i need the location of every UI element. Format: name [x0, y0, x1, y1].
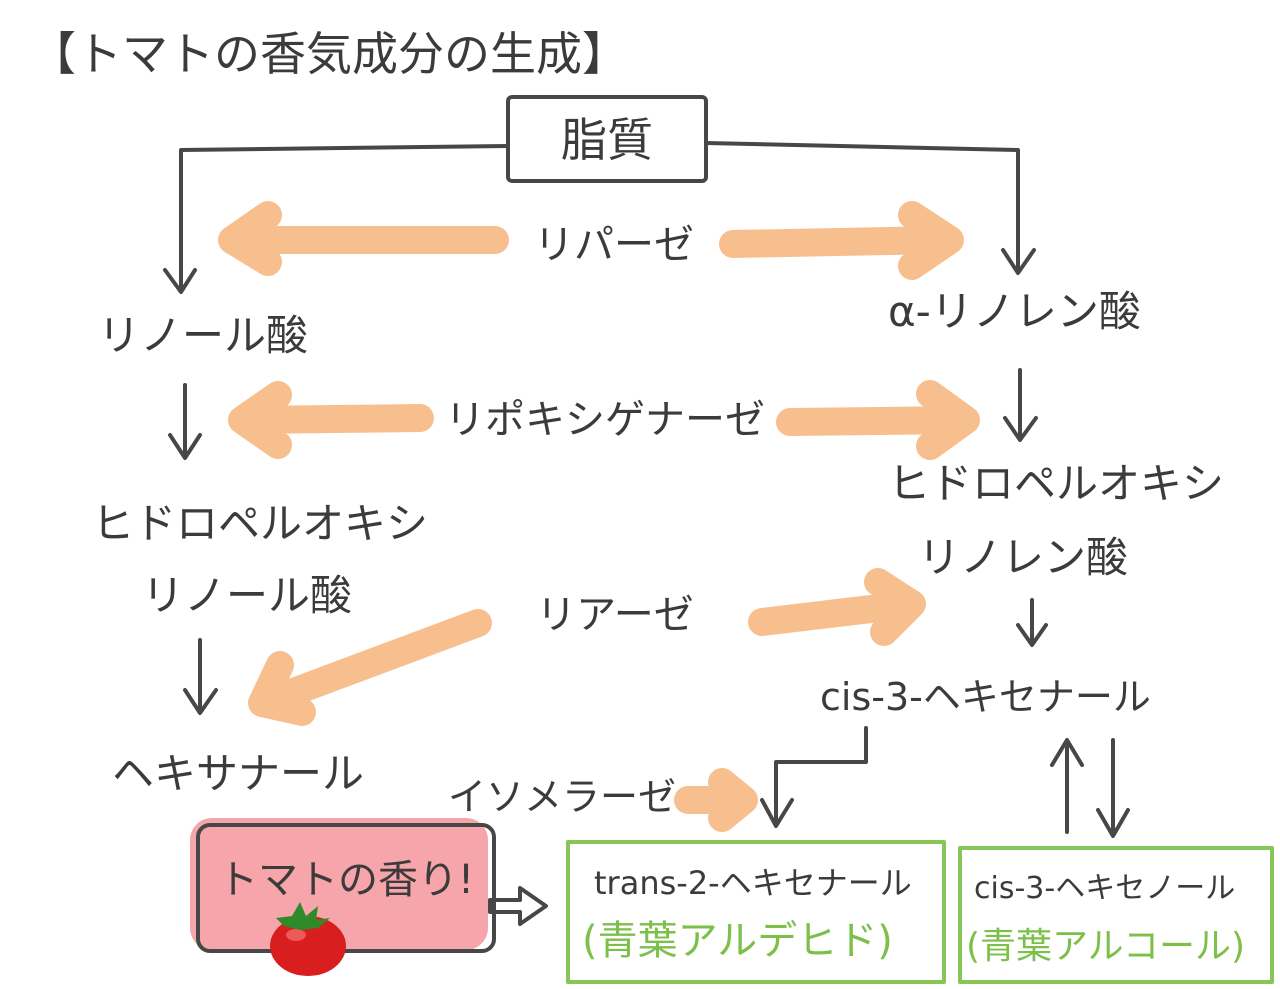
hydroperoxy-linolenic-down-arrow — [1016, 598, 1048, 647]
node-leaf-alcohol: (青葉アルコール) — [966, 926, 1245, 967]
node-hydroperoxy-linoleic-line1: ヒドロペルオキシ — [92, 499, 428, 548]
lipid-to-linolenic-connector — [704, 141, 1020, 272]
tomato-aroma-box — [196, 823, 496, 953]
lyase-arrow-right — [748, 568, 926, 646]
node-alpha-linolenic-acid: α-リノレン酸 — [888, 287, 1141, 336]
tomato-aroma-highlight — [190, 818, 488, 950]
node-cis3-hexenol: cis-3-ヘキセノール — [974, 871, 1235, 906]
node-cis3-hexenal: cis-3-ヘキセナール — [820, 675, 1151, 719]
enzyme-lyase: リアーゼ — [536, 592, 694, 638]
trans2-hexenal-box — [566, 840, 946, 984]
lipid-to-linoleic-arrowhead — [163, 268, 197, 294]
lipid-box — [506, 95, 708, 183]
hydroperoxy-linoleic-down-arrow — [183, 638, 218, 715]
hexenol-to-hexenal-up-arrow — [1050, 738, 1084, 834]
node-hydroperoxy-linoleic-line2: リノール酸 — [142, 571, 352, 620]
lipoxygenase-arrow-left — [228, 381, 434, 459]
isomerase-arrow — [674, 768, 758, 832]
enzyme-lipoxygenase: リポキシゲナーゼ — [445, 397, 765, 443]
node-tomato-aroma: トマトの香り! — [218, 857, 474, 903]
lyase-arrow-left — [248, 609, 492, 726]
node-leaf-aldehyde: (青葉アルデヒド) — [582, 918, 893, 964]
node-hexanal: ヘキサナール — [112, 749, 364, 798]
enzyme-isomerase: イソメラーゼ — [448, 775, 676, 819]
lipase-arrow-right — [719, 201, 964, 280]
cis3-hexenal-to-trans2-connector — [774, 726, 868, 824]
cis3-hexenal-to-trans2-arrowhead — [760, 798, 794, 828]
lipid-to-linolenic-arrowhead — [1001, 248, 1036, 275]
lipid-to-linoleic-connector — [179, 144, 510, 292]
node-trans2-hexenal: trans-2-ヘキセナール — [594, 864, 912, 902]
lipoxygenase-arrow-right — [776, 380, 980, 460]
hexenal-to-hexenol-down-arrow — [1096, 738, 1130, 838]
lipase-arrow-left — [218, 201, 509, 276]
linoleic-down-arrow — [168, 383, 202, 460]
diagram-title: 【トマトの香気成分の生成】 — [30, 27, 628, 81]
cis3-hexenol-box — [958, 846, 1274, 984]
tomato-aroma-arrow — [488, 886, 548, 926]
node-hydroperoxy-linolenic-line2: リノレン酸 — [918, 533, 1128, 582]
node-hydroperoxy-linolenic-line1: ヒドロペルオキシ — [888, 459, 1224, 508]
lipid-label: 脂質 — [561, 113, 653, 167]
enzyme-lipase: リパーゼ — [534, 222, 694, 268]
node-linoleic-acid: リノール酸 — [98, 311, 308, 360]
linolenic-down-arrow — [1003, 368, 1038, 442]
tomato-icon — [270, 902, 346, 976]
